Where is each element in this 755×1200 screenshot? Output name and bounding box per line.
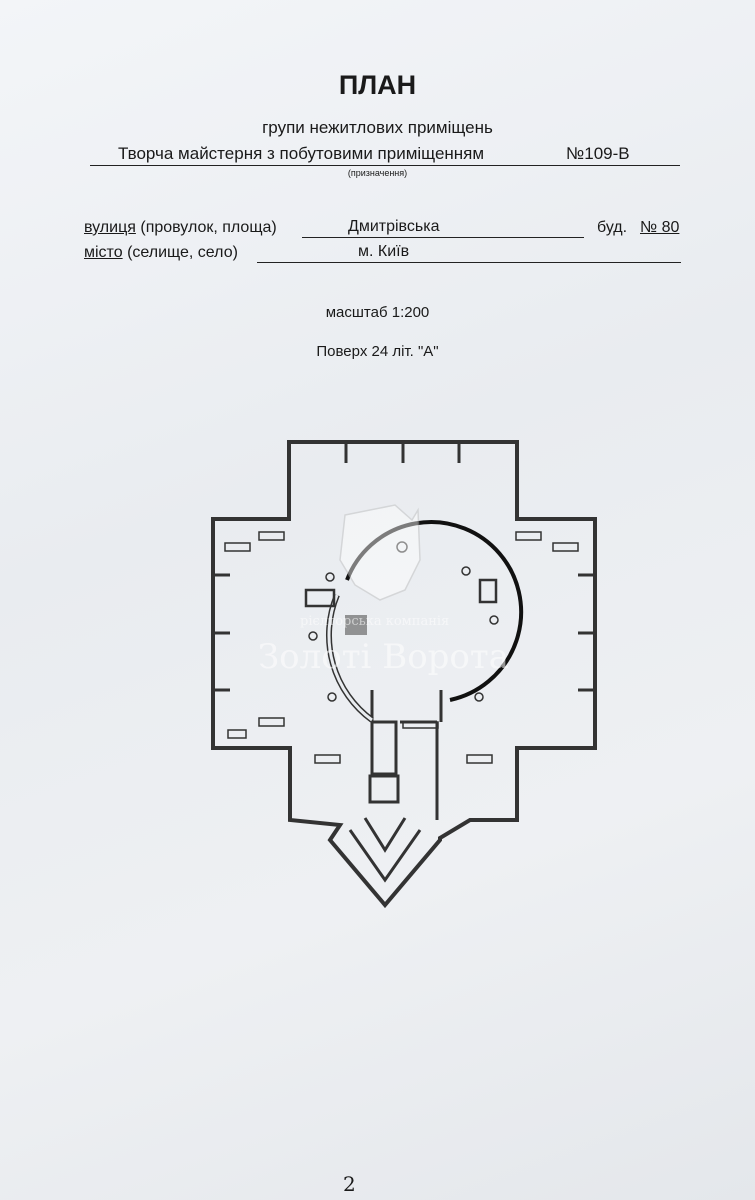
city-label-group: місто (селище, село) [84, 244, 238, 262]
watermark-line2: Золоті Ворота [258, 637, 509, 677]
city-value: м. Київ [358, 243, 410, 260]
stair-icon [345, 615, 367, 635]
shield-logo-icon [339, 504, 421, 601]
page-number: 2 [343, 1172, 356, 1196]
street-field: Дмитрівська [302, 217, 584, 238]
scale-label: масштаб 1:200 [325, 304, 430, 321]
plan-outer-walls [211, 440, 597, 909]
street-hint: (провулок, площа) [140, 219, 277, 236]
rotunda [304, 520, 524, 723]
watermark-line1: рієлторська компанія [300, 614, 449, 629]
city-hint: (селище, село) [127, 244, 238, 261]
purpose-value: Творча майстерня з побутовими приміщення… [118, 144, 485, 163]
watermark: рієлторська компанія Золоті Ворота [258, 504, 509, 677]
city-label: місто [84, 244, 123, 261]
city-field: м. Київ [257, 242, 681, 263]
street-label: вулиця [84, 219, 136, 236]
purpose-field: Творча майстерня з побутовими приміщення… [90, 143, 680, 166]
street-label-group: вулиця (провулок, площа) [84, 219, 277, 237]
partition-walls [213, 442, 595, 820]
document-title: ПЛАН [338, 70, 417, 100]
building-label: буд. [597, 219, 628, 236]
document-subtitle: групи нежитлових приміщень [262, 118, 493, 137]
purpose-caption: (призначення) [347, 168, 408, 178]
building-value: № 80 [640, 219, 680, 236]
street-value: Дмитрівська [348, 218, 440, 235]
purpose-number: №109-В [566, 144, 630, 163]
windows [224, 531, 579, 764]
floor-label: Поверх 24 літ. "А" [316, 343, 439, 360]
